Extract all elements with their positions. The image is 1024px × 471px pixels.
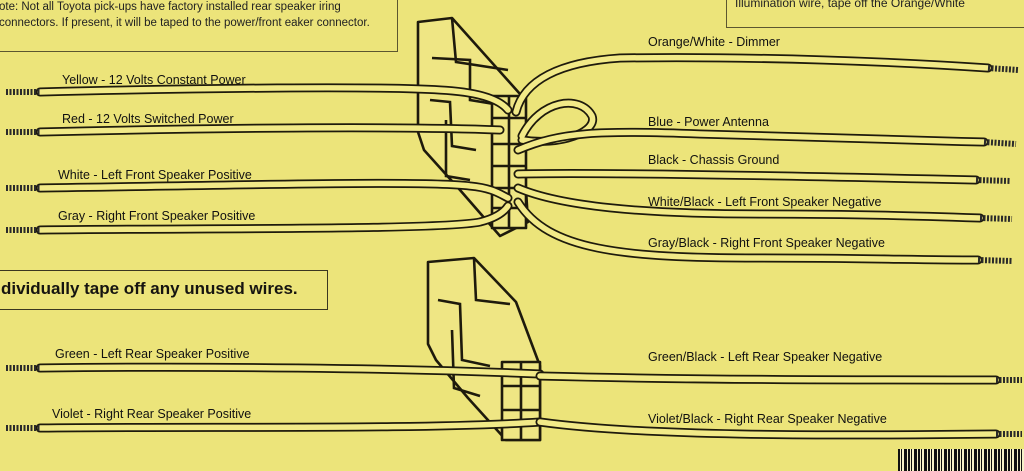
left-wire-label-red: Red - 12 Volts Switched Power bbox=[62, 112, 234, 126]
left-wire-red bbox=[6, 123, 505, 137]
left-wire-label-gray: Gray - Right Front Speaker Positive bbox=[58, 209, 255, 223]
toyota-note-box: ote: Not all Toyota pick-ups have factor… bbox=[0, 0, 398, 52]
tape-off-note-box: dividually tape off any unused wires. bbox=[0, 270, 328, 310]
right-wire-white-black bbox=[513, 183, 1013, 223]
barcode bbox=[898, 449, 1024, 471]
rear-speaker-connector bbox=[426, 256, 542, 442]
right-wire-green-black bbox=[535, 371, 1022, 385]
right-wire-label-white-black: White/Black - Left Front Speaker Negativ… bbox=[648, 195, 881, 209]
left-wire-white bbox=[6, 178, 513, 203]
toyota-note-text: ote: Not all Toyota pick-ups have factor… bbox=[0, 1, 370, 29]
right-wire-label-green-black: Green/Black - Left Rear Speaker Negative bbox=[648, 350, 882, 364]
right-wire-label-blue: Blue - Power Antenna bbox=[648, 115, 769, 129]
right-wire-label-black: Black - Chassis Ground bbox=[648, 153, 779, 167]
left-wire-label-white: White - Left Front Speaker Positive bbox=[58, 168, 252, 182]
left-wire-label-yellow: Yellow - 12 Volts Constant Power bbox=[62, 73, 246, 87]
right-wire-gray-black bbox=[513, 197, 1013, 265]
left-wire-violet bbox=[6, 417, 545, 433]
tape-off-note-text: dividually tape off any unused wires. bbox=[1, 279, 298, 298]
right-wire-black bbox=[513, 168, 1011, 185]
left-wire-gray bbox=[6, 201, 513, 235]
right-wire-label-violet-black: Violet/Black - Right Rear Speaker Negati… bbox=[648, 412, 887, 426]
left-wire-green bbox=[6, 362, 545, 379]
right-wire-label-gray-black: Gray/Black - Right Front Speaker Negativ… bbox=[648, 236, 885, 250]
right-wire-label-orange-white: Orange/White - Dimmer bbox=[648, 35, 780, 49]
right-wire-orange-white bbox=[511, 53, 1019, 117]
illumination-note-text: Illumination wire, tape off the Orange/W… bbox=[735, 0, 965, 10]
right-wire-blue bbox=[513, 127, 1017, 155]
left-wire-yellow bbox=[6, 83, 513, 115]
left-wire-label-violet: Violet - Right Rear Speaker Positive bbox=[52, 407, 251, 421]
right-wire-violet-black bbox=[535, 417, 1022, 440]
left-wire-label-green: Green - Left Rear Speaker Positive bbox=[55, 347, 250, 361]
illumination-note-box: Illumination wire, tape off the Orange/W… bbox=[726, 0, 1024, 28]
